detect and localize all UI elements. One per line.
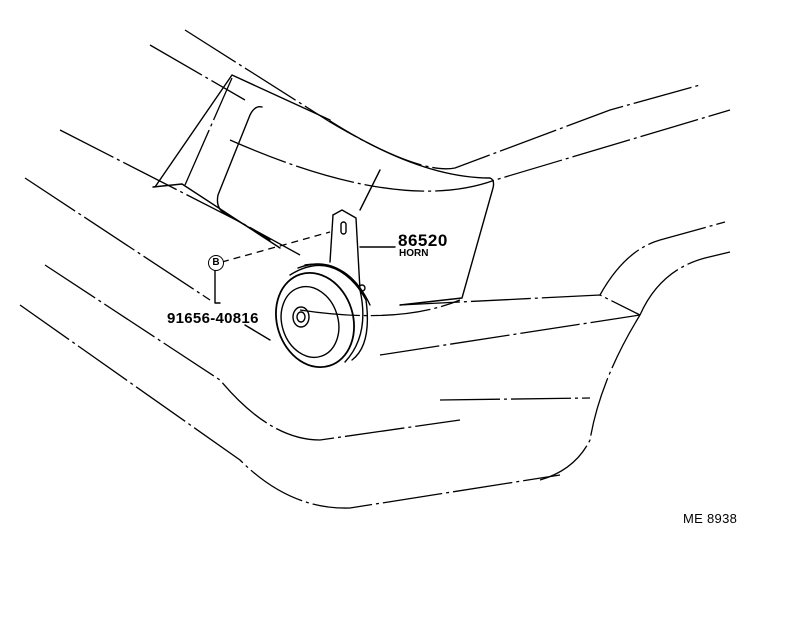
grille-panel-outline: [329, 120, 495, 306]
lower-panel-line-1: [379, 314, 641, 356]
horn-rim-3: [304, 263, 371, 306]
upper-body-outline: [184, 29, 701, 170]
horn-part-number: 86520: [398, 231, 448, 250]
horn-center-terminal: [292, 306, 310, 328]
fender-lower-curve: [639, 251, 731, 316]
recess-inner-edge: [184, 77, 233, 186]
grille-inner-line: [359, 169, 381, 211]
bumper-line-4: [19, 304, 561, 509]
bolt-leader-line: [214, 269, 221, 304]
bolt-install-dashed-line: [221, 231, 331, 263]
recess-top-edge: [154, 74, 331, 188]
hood-edge-line: [229, 109, 731, 192]
belt-line: [299, 299, 461, 317]
bumper-line-2: [24, 177, 211, 301]
fender-junction: [399, 294, 641, 316]
bolt-part-number: 91656-40816: [167, 310, 259, 327]
horn-bracket: [332, 209, 365, 297]
upper-body-line-left: [149, 44, 246, 101]
recess-window: [216, 105, 271, 241]
horn-center-stud: [296, 311, 306, 323]
recess-bottom-edge: [152, 183, 281, 249]
wheel-arch-curve: [539, 314, 641, 481]
bumper-line-5: [244, 324, 271, 341]
callout-b-symbol: B: [208, 255, 224, 271]
lower-panel-line-2: [439, 397, 591, 401]
drawing-code: ME 8938: [683, 511, 738, 526]
bumper-line-1: [59, 129, 301, 256]
horn-inner-ring: [280, 285, 340, 359]
bumper-line-3: [44, 264, 461, 441]
horn-part-name: HORN: [399, 248, 429, 259]
horn-bracket-left: [329, 214, 334, 263]
fender-upper-curve: [599, 221, 726, 296]
bracket-slot: [340, 221, 347, 235]
horn-face: [275, 271, 355, 369]
